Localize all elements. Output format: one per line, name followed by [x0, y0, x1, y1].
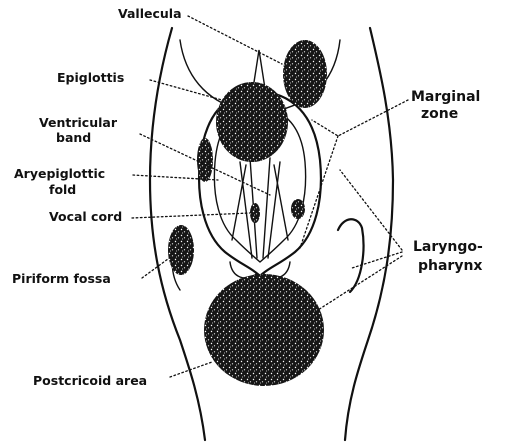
label-marginal-line2: zone [421, 106, 458, 122]
lesion-ventricular-band [197, 138, 213, 182]
leader-marginal-zone-1 [312, 100, 408, 136]
vocal-cord-mid-left [232, 165, 246, 240]
label-epiglottis: Epiglottis [57, 70, 124, 85]
vocal-cord-mid-right [274, 165, 288, 240]
label-laryngo-line2: pharynx [418, 258, 482, 274]
piriform-fossa-right-outline [338, 219, 364, 292]
label-aryepiglottic-line1: Aryepiglottic [14, 166, 105, 181]
leader-laryngopharynx-3 [318, 256, 402, 310]
label-vocal-cord: Vocal cord [49, 209, 122, 224]
label-piriform-fossa: Piriform fossa [12, 271, 111, 286]
ventricular-band-right [268, 162, 280, 258]
lesion-vallecula [283, 40, 327, 108]
label-postcricoid-area: Postcricoid area [33, 373, 147, 388]
leader-laryngopharynx-2 [352, 252, 402, 268]
leader-epiglottis [150, 80, 222, 100]
lesion-vocal-cord-left [250, 203, 260, 223]
label-ventricular-line1: Ventricular [39, 115, 118, 130]
lesion-epiglottis [216, 82, 288, 162]
leader-vocal-cord [132, 213, 250, 218]
label-ventricular-line2: band [56, 130, 91, 145]
pharynx-wall-right [345, 28, 393, 440]
vocal-cord-right [263, 158, 270, 258]
ventricular-band-left [240, 162, 252, 258]
label-vallecula: Vallecula [118, 6, 182, 21]
label-aryepiglottic-line2: fold [49, 182, 76, 197]
leader-vallecula [188, 16, 282, 64]
lesion-postcricoid [204, 274, 324, 386]
label-marginal-line1: Marginal [411, 89, 480, 105]
label-laryngo-line1: Laryngo- [413, 239, 483, 255]
lesion-vocal-cord-right [291, 199, 305, 219]
lesion-piriform-fossa [168, 225, 194, 275]
